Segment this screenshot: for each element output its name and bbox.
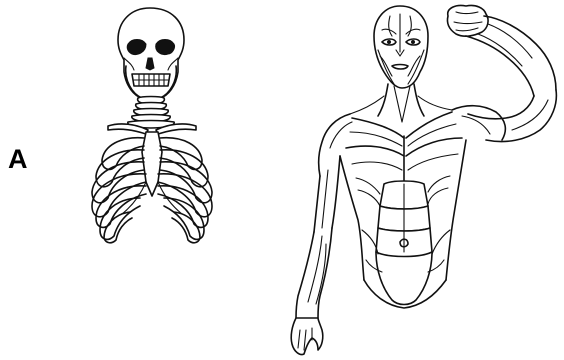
neck-muscles-icon (350, 84, 452, 122)
torso-muscles-icon (340, 112, 466, 308)
hanging-arm-icon (291, 114, 352, 355)
raised-arm-icon (447, 5, 556, 141)
head-muscles-icon (374, 6, 428, 88)
